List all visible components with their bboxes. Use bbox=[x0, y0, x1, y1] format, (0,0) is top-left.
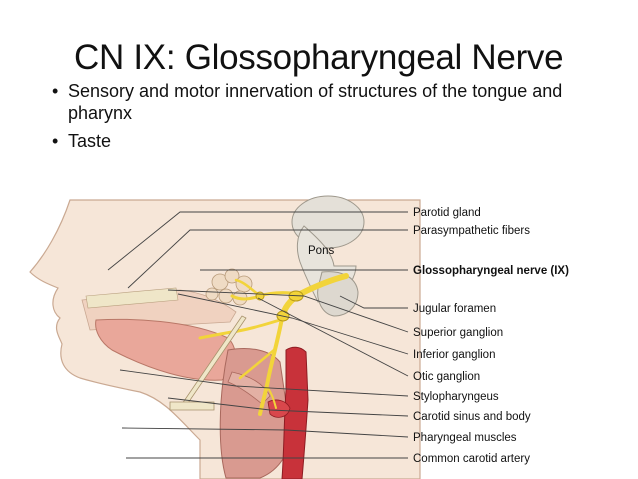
diagram-labels: Parotid gland Parasympathetic fibers Glo… bbox=[413, 207, 569, 465]
label-jugular-foramen: Jugular foramen bbox=[413, 303, 496, 315]
label-inferior-ganglion: Inferior ganglion bbox=[413, 349, 495, 361]
bullet-item: • Taste bbox=[52, 130, 612, 152]
carotid-artery bbox=[281, 346, 309, 479]
bullet-item: • Sensory and motor innervation of struc… bbox=[52, 80, 612, 124]
label-superior-ganglion: Superior ganglion bbox=[413, 327, 503, 339]
bullet-list: • Sensory and motor innervation of struc… bbox=[52, 80, 612, 154]
label-stylopharyngeus: Stylopharyngeus bbox=[413, 391, 499, 403]
label-otic-ganglion: Otic ganglion bbox=[413, 371, 480, 383]
pons-label: Pons bbox=[308, 245, 334, 257]
hard-palate bbox=[85, 287, 179, 309]
tongue bbox=[95, 318, 236, 381]
bullet-text: Sensory and motor innervation of structu… bbox=[68, 81, 563, 123]
label-carotid-sinus-and-body: Carotid sinus and body bbox=[413, 411, 531, 423]
bullet-dot: • bbox=[52, 81, 59, 101]
slide-title: CN IX: Glossopharyngeal Nerve bbox=[74, 38, 564, 77]
label-pharyngeal-muscles: Pharyngeal muscles bbox=[413, 432, 517, 444]
hyoid-bone bbox=[169, 401, 215, 411]
bullet-text: Taste bbox=[68, 131, 112, 151]
label-parotid-gland: Parotid gland bbox=[413, 207, 481, 219]
label-common-carotid-artery: Common carotid artery bbox=[413, 453, 530, 465]
label-glossopharyngeal-nerve: Glossopharyngeal nerve (IX) bbox=[413, 265, 569, 277]
leader-lines bbox=[107, 211, 409, 459]
label-parasympathetic-fibers: Parasympathetic fibers bbox=[413, 225, 530, 237]
carotid-sinus bbox=[267, 399, 291, 418]
bullet-dot: • bbox=[52, 131, 59, 151]
